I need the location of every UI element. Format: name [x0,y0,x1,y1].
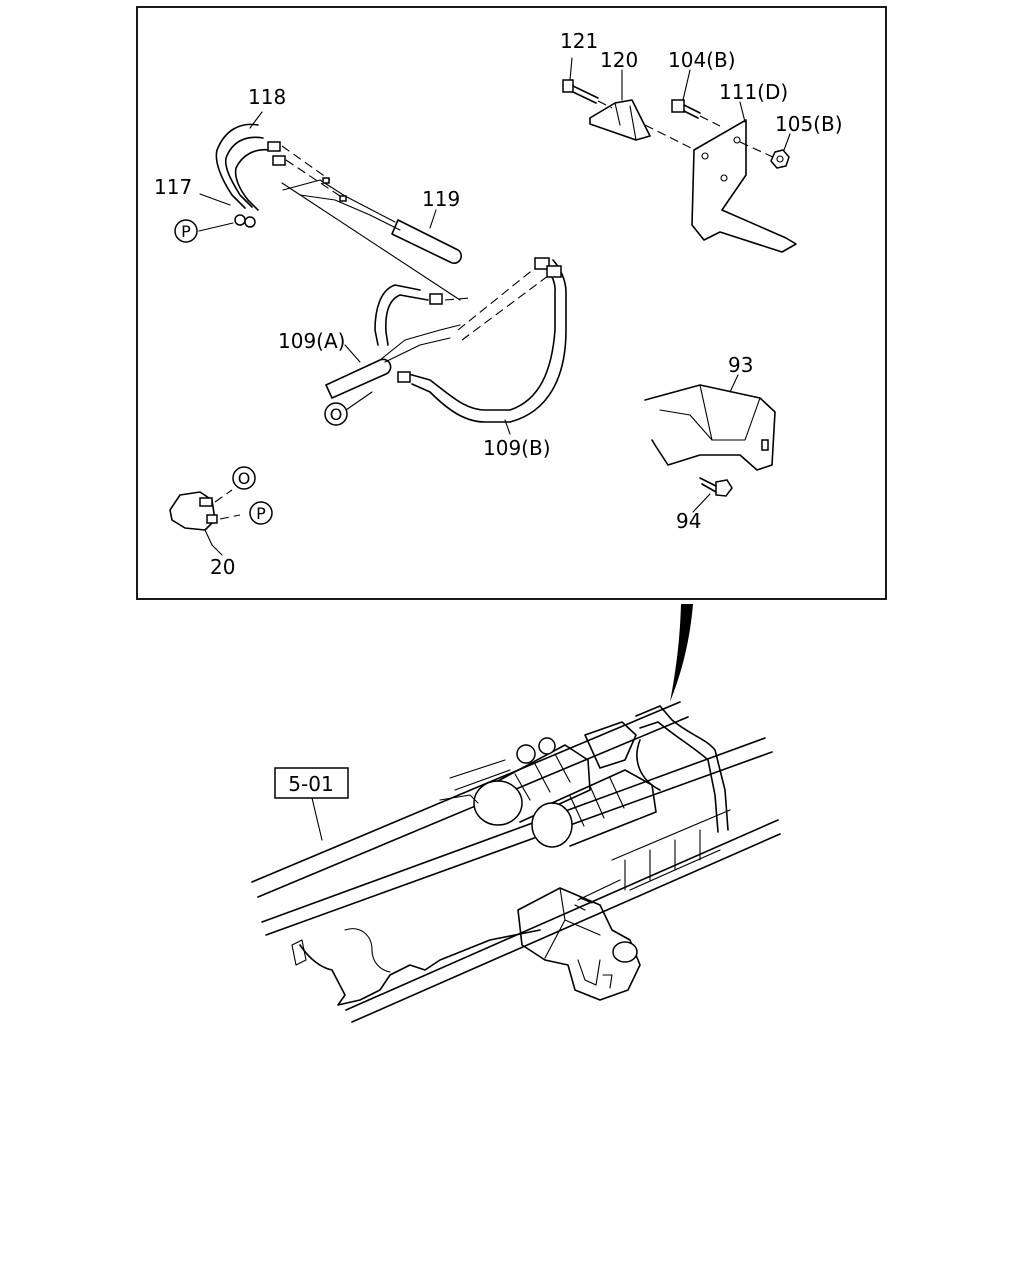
def-tank-module [517,887,641,1001]
callout-120: 120 [600,48,638,72]
callout-20: 20 [210,555,235,579]
chassis-frame [251,701,781,1023]
detail-frame [136,6,887,600]
sensor-20 [169,489,241,546]
svg-text:O: O [330,405,343,424]
bracket-120 [589,99,696,151]
harness-119 [281,177,462,301]
marker-o-20: O [232,466,256,490]
svg-text:O: O [238,469,251,488]
callout-109b: 109(B) [483,436,551,460]
overview-pipe-loop [611,705,731,891]
marker-p-20: P [249,501,273,525]
callout-119: 119 [422,187,460,211]
leader-lines [198,57,791,556]
pipe-118 [215,123,341,228]
callout-117: 117 [154,175,192,199]
svg-text:P: P [181,222,191,241]
marker-p-117: P [174,219,198,243]
svg-text:5-01: 5-01 [288,772,333,796]
bracket-93 [644,384,776,471]
bracket-111d [691,119,797,253]
callout-118: 118 [248,85,286,109]
callout-121: 121 [560,29,598,53]
bolt-104b [671,99,721,127]
marker-o-109: O [324,402,348,426]
bolt-121 [562,79,613,109]
overview-harness [291,879,621,1006]
callout-105b: 105(B) [775,112,843,136]
callout-94: 94 [676,509,701,533]
nut-105b [770,149,790,169]
callout-111d: 111(D) [719,80,788,104]
bolt-94 [699,477,733,497]
callout-109a: 109(A) [278,329,345,353]
pipe-109b [397,257,567,423]
harness-109a [325,284,471,399]
callout-104b: 104(B) [668,48,736,72]
detail-pointer [670,604,693,702]
svg-text:P: P [256,504,266,523]
callout-93: 93 [728,353,753,377]
exhaust-canisters [439,721,657,848]
reference-5-01: 5-01 [274,767,349,841]
